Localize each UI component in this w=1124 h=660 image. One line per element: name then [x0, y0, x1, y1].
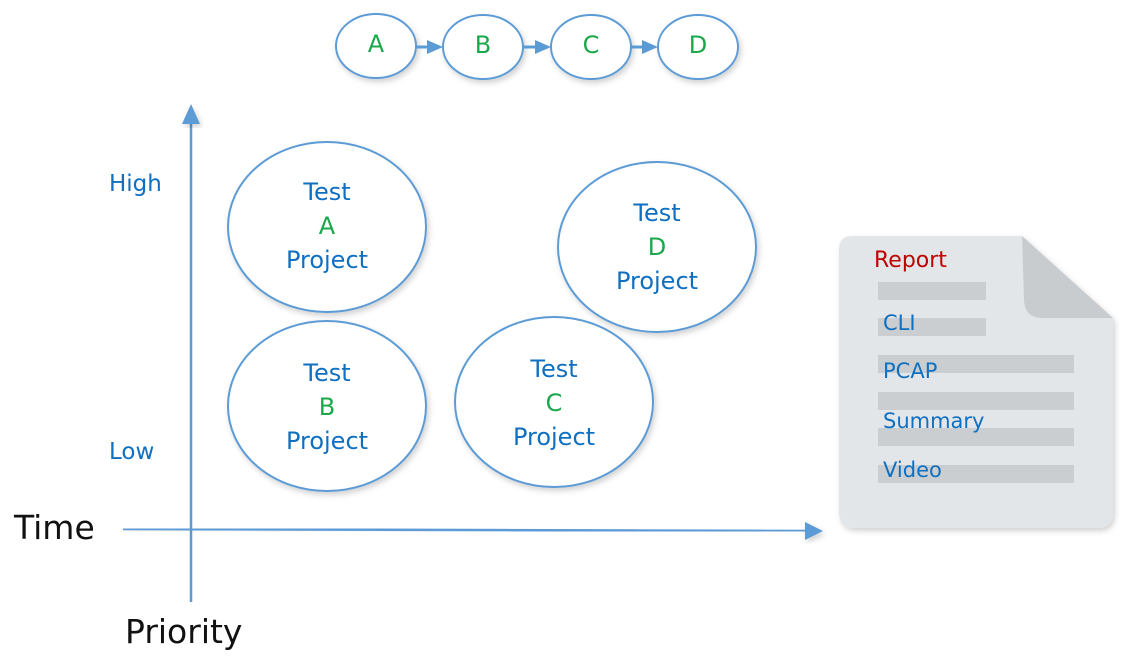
report-bar [878, 428, 1074, 446]
report-item-cli: CLI [883, 311, 916, 335]
y-axis-label: Priority [125, 612, 243, 651]
report-bar [878, 318, 986, 336]
project-d-prefix: Test [633, 199, 681, 227]
sequence-label-d: D [688, 31, 708, 59]
report-folded-corner [1022, 236, 1113, 318]
project-c-label: Test C Project [484, 352, 624, 454]
project-a-letter: A [318, 212, 336, 240]
report-item-summary: Summary [883, 409, 985, 433]
report-document-icon [839, 236, 1113, 528]
project-a-suffix: Project [285, 246, 369, 274]
report-item-video: Video [883, 458, 942, 482]
project-a-label: Test A Project [257, 175, 397, 277]
project-c-ellipse [454, 316, 654, 488]
project-c-suffix: Project [512, 423, 596, 451]
project-b-label: Test B Project [257, 356, 397, 458]
sequence-arrow-a-b [416, 40, 443, 54]
report-bar [878, 355, 1074, 373]
sequence-arrow-b-c [523, 40, 551, 54]
report-item-pcap: PCAP [883, 359, 938, 383]
y-axis-arrowhead-icon [182, 104, 200, 124]
project-d-letter: D [647, 233, 667, 261]
project-b-ellipse [227, 320, 427, 492]
high-label: High [109, 171, 162, 197]
x-axis [122, 522, 823, 540]
sequence-label-b: B [474, 31, 492, 59]
report-bar [878, 465, 1074, 483]
y-axis [182, 104, 200, 602]
project-c-letter: C [545, 389, 563, 417]
low-label: Low [109, 439, 155, 465]
project-b-suffix: Project [285, 427, 369, 455]
sequence-label-c: C [582, 31, 600, 59]
x-axis-arrowhead-icon [805, 522, 823, 540]
project-d-label: Test D Project [587, 196, 727, 298]
x-axis-label: Time [14, 508, 95, 547]
project-d-suffix: Project [615, 267, 699, 295]
project-a-ellipse [227, 141, 427, 313]
report-bar [878, 392, 1074, 410]
project-a-prefix: Test [303, 178, 351, 206]
project-d-ellipse [557, 161, 757, 333]
project-b-letter: B [318, 393, 336, 421]
project-c-prefix: Test [530, 355, 578, 383]
sequence-label-a: A [367, 30, 385, 58]
report-bar [878, 282, 986, 300]
report-title: Report [874, 248, 947, 273]
sequence-arrow-c-d [631, 40, 658, 54]
sequence-flow [335, 13, 739, 80]
project-b-prefix: Test [303, 359, 351, 387]
